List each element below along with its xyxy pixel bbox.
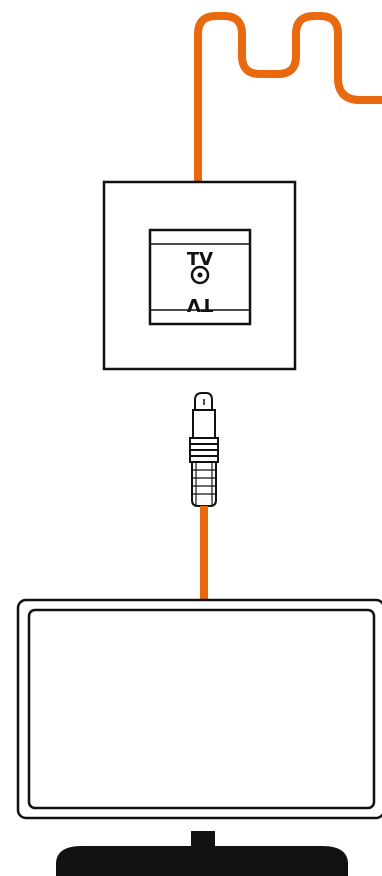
socket-label-top: TV <box>187 249 213 270</box>
socket-label-bottom: TV <box>187 294 213 315</box>
television <box>16 598 382 876</box>
wall-cable <box>194 12 382 182</box>
tv-screen <box>27 608 376 810</box>
tv-stand-neck <box>191 831 215 847</box>
coaxial-plug-icon <box>189 392 219 507</box>
wall-socket: TV TV <box>102 180 297 371</box>
coaxial-socket-symbol-icon <box>190 265 210 285</box>
tv-stand-base <box>56 846 348 876</box>
